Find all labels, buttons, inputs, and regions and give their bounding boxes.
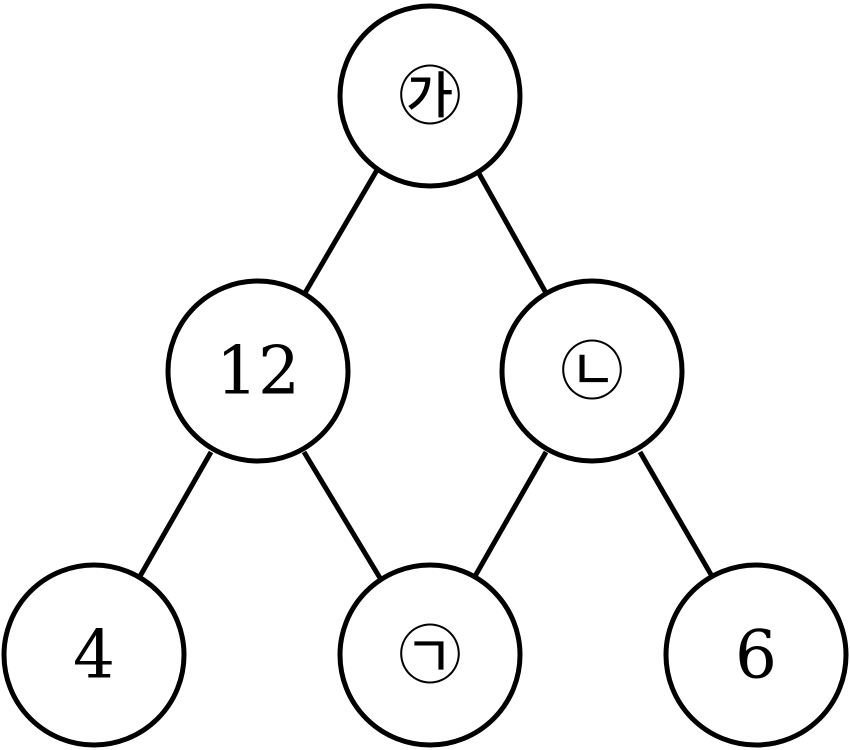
edge-mid-left-to-bottom-middle: [301, 450, 383, 580]
node-bottom-left-label: 4: [73, 617, 115, 694]
node-bottom-right-label: 6: [735, 617, 777, 694]
node-bottom-middle: ㉠: [337, 562, 523, 748]
node-bottom-middle-label: ㉠: [398, 620, 462, 694]
node-top: ㉮: [337, 3, 523, 189]
node-mid-right-label: ㉡: [560, 336, 624, 410]
node-bottom-left-circle: [1, 562, 187, 748]
node-bottom-left: 4: [1, 562, 187, 748]
edge-top-to-mid-left: [302, 168, 380, 295]
node-bottom-right: 6: [663, 562, 849, 748]
node-mid-left: 12: [165, 278, 351, 464]
edge-mid-right-to-bottom-right: [637, 450, 716, 580]
node-mid-right: ㉡: [499, 278, 685, 464]
node-mid-left-circle: [165, 278, 351, 464]
node-top-circle: [337, 3, 523, 189]
node-bottom-right-circle: [663, 562, 849, 748]
node-mid-left-label: 12: [216, 333, 300, 410]
edge-mid-right-to-bottom-middle: [471, 450, 549, 580]
edge-mid-left-to-bottom-left: [136, 450, 214, 580]
node-top-label: ㉮: [398, 61, 462, 135]
edge-top-to-mid-right: [474, 168, 549, 295]
node-mid-right-circle: [499, 278, 685, 464]
node-bottom-middle-circle: [337, 562, 523, 748]
